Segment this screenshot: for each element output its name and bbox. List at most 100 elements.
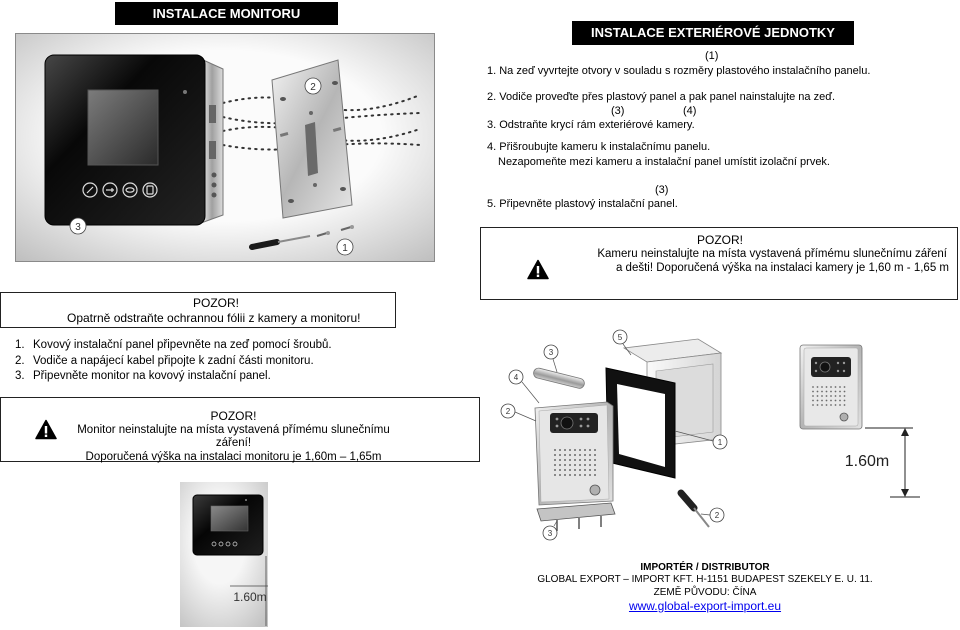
- grille-hole: [579, 454, 581, 456]
- call-button: [839, 412, 849, 422]
- figure-reference: (4): [683, 105, 697, 117]
- callout-screws: 1: [336, 238, 354, 256]
- call-button: [589, 484, 601, 496]
- step-number: 3.: [15, 370, 25, 382]
- height-label: 1.60m: [233, 590, 266, 604]
- grille-hole: [554, 474, 556, 476]
- grille-hole: [589, 454, 591, 456]
- svg-text:1: 1: [718, 438, 723, 447]
- grille-hole: [594, 454, 596, 456]
- monitor-warning-text: POZOR! Monitor neinstalujte na místa vys…: [61, 409, 406, 465]
- warning-line: Kameru neinstalujte na místa vystavená p…: [597, 248, 947, 260]
- speaker-grille: [554, 449, 596, 476]
- grille-hole: [594, 464, 596, 466]
- grille-hole: [589, 464, 591, 466]
- top-bar: [533, 367, 585, 389]
- svg-text:2: 2: [310, 82, 316, 93]
- grille-hole: [816, 399, 819, 402]
- warning-title: POZOR!: [210, 409, 257, 423]
- exterior-section-header: INSTALACE EXTERIÉROVÉ JEDNOTKY: [572, 21, 854, 45]
- step-number: 1.: [15, 339, 25, 351]
- svg-text:3: 3: [549, 348, 554, 357]
- monitor-warning-box: POZOR! Monitor neinstalujte na místa vys…: [0, 397, 480, 465]
- grille-hole: [834, 395, 837, 397]
- grille-hole: [830, 399, 832, 402]
- grille-hole: [821, 395, 823, 397]
- grille-hole: [574, 469, 576, 471]
- height-dimension: [865, 427, 920, 498]
- height-label: 1.60m: [845, 453, 889, 470]
- svg-text:3: 3: [548, 529, 553, 538]
- monitor-indicator-dot: [183, 90, 187, 94]
- website-link[interactable]: www.global-export-import.eu: [628, 599, 782, 613]
- exterior-unit-installation-figure: 1.60m 5 3 4 2 1 2 3: [500, 329, 920, 541]
- grille-hole: [569, 454, 571, 456]
- grille-hole: [579, 464, 581, 466]
- grille-hole: [816, 390, 819, 393]
- grille-hole: [574, 449, 576, 451]
- step-text: Kovový instalační panel připevněte na ze…: [33, 339, 332, 351]
- grille-hole: [834, 390, 837, 393]
- svg-text:4: 4: [514, 373, 519, 382]
- grille-hole: [843, 399, 846, 402]
- grille-hole: [843, 395, 846, 397]
- figure-reference: (3): [655, 184, 669, 196]
- grille-hole: [584, 464, 586, 466]
- monitor-installation-figure: 2 3 1: [15, 33, 435, 262]
- grille-hole: [569, 474, 571, 476]
- figure-reference: (3): [611, 105, 625, 117]
- grille-hole: [812, 399, 814, 402]
- talk-button-icon: [82, 182, 98, 198]
- monitor-button-icon: [122, 182, 138, 198]
- grille-hole: [569, 469, 571, 471]
- svg-text:3: 3: [75, 222, 81, 233]
- grille-hole: [559, 469, 561, 471]
- grille-hole: [825, 395, 828, 397]
- grille-hole: [830, 404, 832, 406]
- menu-button-icon: [142, 182, 158, 198]
- monitor-height-figure: 1.60m: [180, 482, 268, 627]
- grille-hole: [564, 459, 566, 461]
- grille-hole: [584, 469, 586, 471]
- step-text: 4. Přišroubujte kameru k instalačnímu pa…: [487, 141, 711, 153]
- footer-importer: IMPORTÉR / DISTRIBUTOR: [640, 562, 770, 573]
- grille-hole: [821, 390, 823, 393]
- grille-hole: [594, 459, 596, 461]
- camera-unit: [534, 401, 614, 506]
- warning-line: Monitor neinstalujte na místa vystavená …: [77, 423, 390, 436]
- monitor-section-header: INSTALACE MONITORU: [115, 2, 338, 25]
- monitor-knob: [211, 172, 217, 178]
- grille-hole: [830, 395, 832, 397]
- grille-hole: [843, 386, 846, 388]
- gasket-frame: [605, 367, 676, 479]
- grille-hole: [839, 404, 841, 406]
- plate-slot: [305, 122, 318, 176]
- grille-hole: [812, 386, 814, 388]
- grille-hole: [825, 399, 828, 402]
- warning-title: POZOR!: [696, 233, 743, 247]
- grille-hole: [821, 386, 823, 388]
- grille-hole: [564, 474, 566, 476]
- grille-hole: [821, 404, 823, 406]
- monitor-knob: [211, 192, 217, 198]
- callout-bottom-piece: 3: [542, 525, 558, 541]
- grille-hole: [574, 454, 576, 456]
- grille-hole: [554, 454, 556, 456]
- camera-lens-icon: [819, 361, 831, 373]
- monitor-port: [209, 105, 216, 123]
- warning-line: Doporučená výška na instalaci monitoru j…: [85, 451, 382, 464]
- footer-company-address: GLOBAL EXPORT – IMPORT KFT. H-1151 BUDAP…: [537, 574, 873, 585]
- grille-hole: [830, 386, 832, 388]
- grille-hole: [812, 390, 814, 393]
- warning-line: a dešti! Doporučená výška na instalaci k…: [615, 262, 949, 274]
- grille-hole: [569, 449, 571, 451]
- callout-top-bar: 3: [543, 344, 559, 360]
- speaker-grille: [812, 386, 846, 406]
- screws: [316, 225, 354, 237]
- grille-hole: [589, 469, 591, 471]
- monitor-buttons: [82, 182, 158, 198]
- grille-hole: [843, 390, 846, 393]
- grille-hole: [594, 449, 596, 451]
- caution-text: Opatrně odstraňte ochrannou fólii z kame…: [67, 311, 361, 325]
- footer-country-of-origin: ZEMĚ PŮVODU: ČÍNA: [653, 587, 757, 598]
